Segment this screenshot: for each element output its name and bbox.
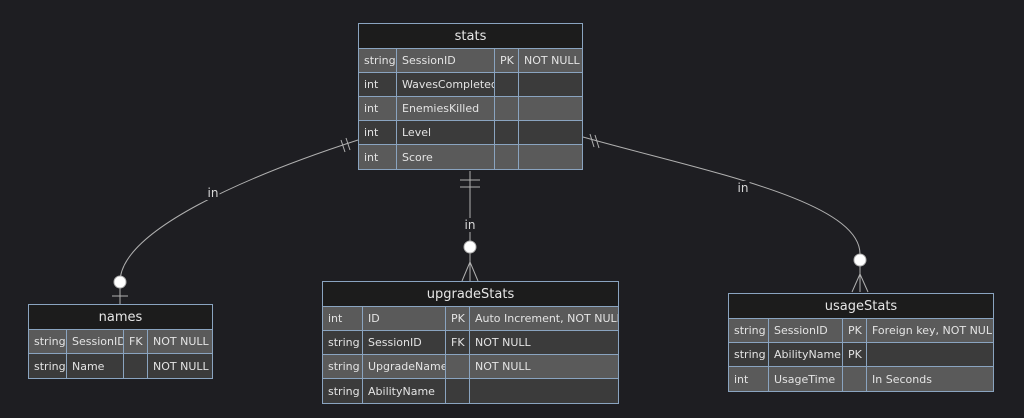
attr-type: string bbox=[29, 354, 67, 378]
attr-key bbox=[495, 145, 519, 169]
attr-comment: In Seconds bbox=[872, 372, 932, 386]
attr-type: string bbox=[729, 343, 769, 366]
entity-title: names bbox=[29, 305, 212, 330]
attr-key bbox=[446, 355, 470, 378]
cardinality-one-mark bbox=[589, 133, 595, 148]
cardinality-one-mark bbox=[340, 139, 346, 153]
relationship-line-names bbox=[119, 139, 359, 283]
attr-name: Level bbox=[397, 121, 495, 144]
attr-comment: NOT NULL bbox=[153, 335, 209, 348]
cardinality-zero-circle bbox=[853, 253, 867, 267]
attr-type: string bbox=[729, 319, 769, 342]
attr-name: SessionID bbox=[67, 330, 124, 353]
attr-comment: Auto Increment, NOT NULL bbox=[475, 312, 618, 325]
attr-key bbox=[843, 367, 867, 391]
attr-name: AbilityName bbox=[769, 343, 843, 366]
attr-key: PK bbox=[843, 319, 867, 342]
attr-key: FK bbox=[446, 331, 470, 354]
attr-comment bbox=[470, 379, 618, 403]
attr-comment bbox=[519, 73, 582, 96]
attr-key bbox=[124, 354, 148, 378]
attr-name: WavesCompleted bbox=[397, 73, 495, 96]
attr-type: int bbox=[359, 73, 397, 96]
entity-title-text: upgradeStats bbox=[426, 287, 515, 302]
attr-key: PK bbox=[446, 307, 470, 330]
entity-title-text: names bbox=[98, 310, 143, 325]
attr-comment bbox=[867, 343, 993, 366]
attr-comment bbox=[519, 121, 582, 144]
cardinality-one-mark bbox=[594, 134, 600, 149]
attr-name: SessionID bbox=[769, 319, 843, 342]
cardinality-one-mark bbox=[345, 137, 351, 151]
attr-name: UsageTime bbox=[769, 367, 843, 391]
attr-type: int bbox=[359, 97, 397, 120]
attr-comment: NOT NULL bbox=[524, 54, 580, 67]
attr-type: string bbox=[359, 49, 397, 72]
entity-title-text: stats bbox=[454, 29, 487, 44]
entity-title: upgradeStats bbox=[323, 282, 618, 307]
attr-name: ID bbox=[363, 307, 446, 330]
attr-type: int bbox=[729, 367, 769, 391]
attr-name: Name bbox=[67, 354, 124, 378]
attr-type: string bbox=[323, 355, 363, 378]
attr-comment: NOT NULL bbox=[475, 336, 531, 349]
entity-title: stats bbox=[359, 24, 582, 49]
attr-name: EnemiesKilled bbox=[397, 97, 495, 120]
attr-type: string bbox=[323, 379, 363, 403]
attr-type: string bbox=[323, 331, 363, 354]
attr-type: int bbox=[359, 145, 397, 169]
relationship-label-names: in bbox=[206, 186, 220, 200]
attr-key: PK bbox=[495, 49, 519, 72]
attr-type: int bbox=[323, 307, 363, 330]
attr-comment bbox=[519, 145, 582, 169]
attr-name: SessionID bbox=[397, 49, 495, 72]
cardinality-zero-circle bbox=[463, 240, 477, 254]
attr-key bbox=[495, 121, 519, 144]
attr-comment: NOT NULL bbox=[153, 359, 209, 373]
attr-key bbox=[446, 379, 470, 403]
attr-comment: NOT NULL bbox=[475, 360, 531, 373]
attr-key: PK bbox=[843, 343, 867, 366]
attr-name: UpgradeName bbox=[363, 355, 446, 378]
attr-type: string bbox=[29, 330, 67, 353]
entity-title: usageStats bbox=[729, 294, 993, 319]
entity-title-text: usageStats bbox=[824, 299, 898, 314]
relationship-label-upgradeStats: in bbox=[463, 218, 477, 232]
attr-key bbox=[495, 73, 519, 96]
crows-foot-mark bbox=[851, 266, 869, 293]
relationship-line-usageStats bbox=[582, 136, 861, 255]
attr-comment: Foreign key, NOT NULL bbox=[872, 324, 993, 337]
attr-name: AbilityName bbox=[363, 379, 446, 403]
relationship-label-usageStats: in bbox=[736, 181, 750, 195]
crows-foot-mark bbox=[461, 253, 479, 282]
attr-type: int bbox=[359, 121, 397, 144]
attr-key: FK bbox=[124, 330, 148, 353]
attr-key bbox=[495, 97, 519, 120]
cardinality-zero-circle bbox=[113, 275, 127, 289]
attr-comment bbox=[519, 97, 582, 120]
attr-name: Score bbox=[397, 145, 495, 169]
attr-name: SessionID bbox=[363, 331, 446, 354]
